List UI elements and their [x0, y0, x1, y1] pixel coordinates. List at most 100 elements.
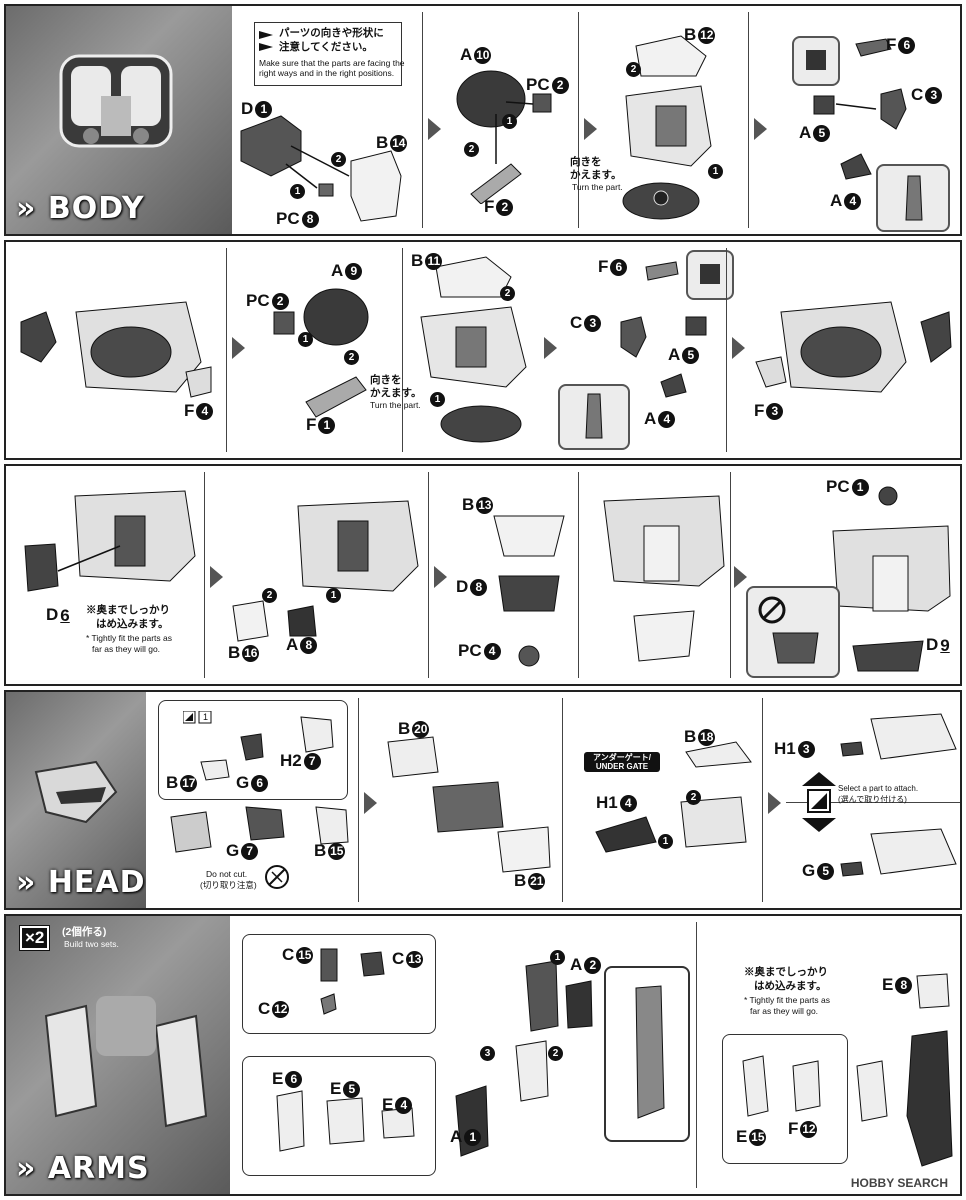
next-step-arrow: [734, 566, 747, 588]
step-2-marker: 2: [262, 588, 277, 603]
next-step-arrow: [768, 792, 781, 814]
step-1-marker: 1: [290, 184, 305, 199]
step-2-marker: 2: [344, 350, 359, 365]
part-detail-callout-2: [876, 164, 950, 232]
turn-note-en: Turn the part.: [370, 400, 421, 410]
step12-parts-drawing: [493, 515, 565, 667]
divider: [748, 12, 749, 228]
tight-note-en-2: far as they will go.: [92, 644, 161, 654]
next-step-arrow: [428, 118, 441, 140]
head-step4-parts: [595, 741, 752, 853]
step10-parts-drawing: [24, 490, 196, 592]
part-detail-callout-2: [558, 384, 630, 450]
option-divider: [786, 802, 960, 803]
do-not-cut-jp: (切り取り注意): [200, 880, 257, 890]
tight-note-jp-1: ※奥までしっかり: [744, 966, 828, 978]
next-step-arrow: [732, 337, 745, 359]
next-step-arrow: [364, 792, 377, 814]
step11-parts-drawing: [232, 500, 419, 642]
robot-torso-illustration: [59, 54, 173, 148]
step7-parts-drawing: [420, 256, 527, 443]
step-1-marker: 1: [658, 834, 673, 849]
step-1-marker: 1: [326, 588, 341, 603]
step-1-marker: 1: [298, 332, 313, 347]
tight-note-en-2: far as they will go.: [750, 1006, 819, 1016]
orientation-note-jp-1: パーツの向きや形状に: [279, 27, 384, 39]
divider: [762, 698, 763, 902]
divider: [578, 472, 579, 678]
orientation-note-en-1: Make sure that the parts are facing the: [259, 58, 405, 68]
select-option-icon: [802, 772, 836, 832]
next-step-arrow: [754, 118, 767, 140]
step9-parts-drawing: [755, 301, 952, 393]
next-step-arrow: [210, 566, 223, 588]
gate-count: 1: [203, 712, 209, 722]
step6-parts-drawing: [273, 288, 369, 418]
divider: [358, 698, 359, 902]
step-3-marker: 3: [480, 1046, 495, 1061]
under-gate-badge: アンダーゲート/UNDER GATE: [584, 752, 660, 773]
head-step3-parts: [387, 736, 551, 873]
part-detail-callout: [792, 36, 840, 86]
step-1-marker: 1: [502, 114, 517, 129]
body-reference-image: » BODY: [6, 6, 232, 234]
tight-note-en-1: * Tightly fit the parts as: [86, 633, 172, 643]
do-not-cut-en: Do not cut.: [206, 869, 248, 879]
step-1-marker: 1: [708, 164, 723, 179]
step2-parts-drawing: [456, 70, 552, 204]
step4-parts-drawing: [813, 38, 907, 180]
divider: [726, 248, 727, 452]
divider: [402, 248, 403, 452]
arm-step2-parts: [276, 1090, 415, 1152]
arm-step4-parts: [742, 1055, 821, 1117]
x2-note-jp: (2個作る): [62, 926, 107, 938]
step8-parts-drawing: [620, 261, 707, 398]
next-step-arrow: [232, 337, 245, 359]
step1-parts-drawing: [240, 115, 402, 222]
next-step-arrow: [434, 566, 447, 588]
step-1-marker: 1: [550, 950, 565, 965]
arm-subassembly-box-3: [722, 1034, 848, 1164]
divider: [562, 698, 563, 902]
tight-note-jp-1: ※奥までしっかり: [86, 604, 170, 616]
arm-subassembly-box-1: [242, 934, 436, 1034]
step-2-marker: 2: [500, 286, 515, 301]
